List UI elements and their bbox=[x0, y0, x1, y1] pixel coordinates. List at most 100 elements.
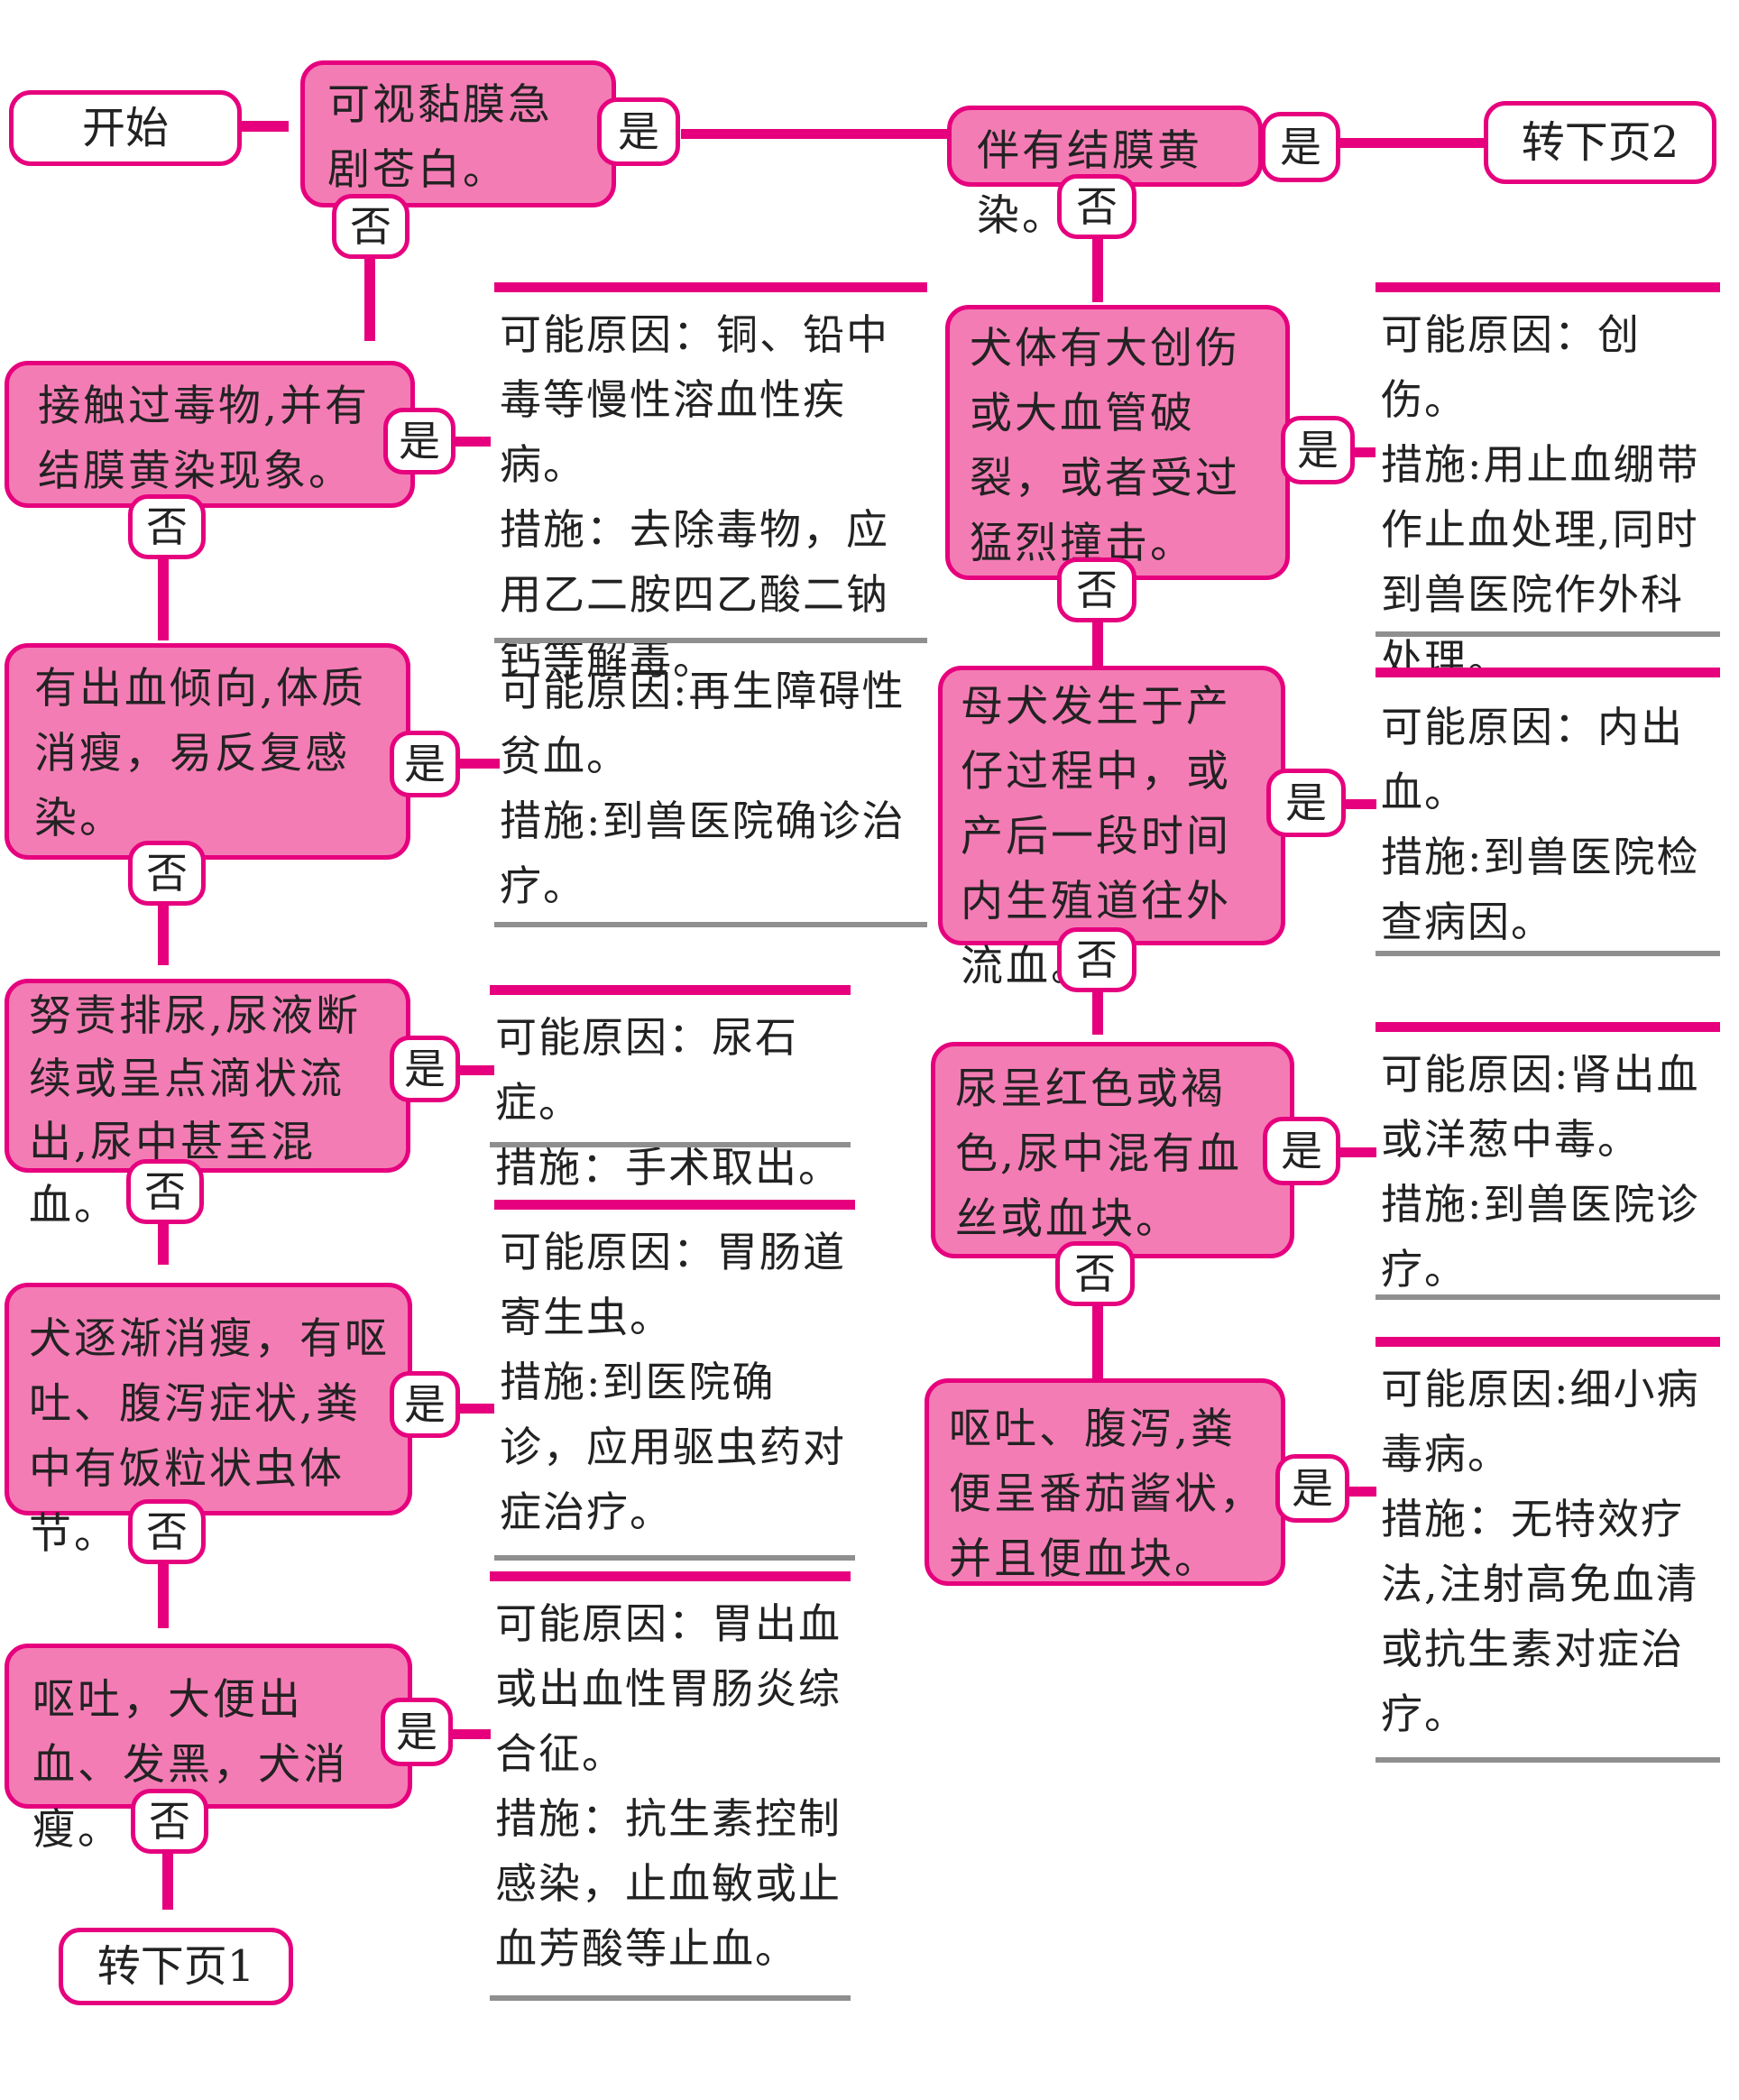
connector bbox=[681, 129, 949, 139]
question-text: 犬体有大创伤或大血管破裂，或者受过猛烈撞击。 bbox=[970, 324, 1240, 568]
outcome-cause: 可能原因：胃肠道寄生虫。 bbox=[500, 1228, 846, 1341]
no-badge: 否 bbox=[1057, 557, 1136, 622]
outcome-text: 可能原因：铜、铅中毒等慢性溶血性疾病。 措施：去除毒物，应用乙二胺四乙酸二钠钙等… bbox=[500, 302, 927, 692]
connector bbox=[1346, 1487, 1376, 1497]
outcome-text: 可能原因:再生障碍性贫血。 措施:到兽医院确诊治疗。 bbox=[500, 659, 927, 918]
outcome-cause: 可能原因：内出血。 bbox=[1381, 703, 1684, 816]
outcome-cause: 可能原因:肾出血或洋葱中毒。 bbox=[1381, 1050, 1700, 1164]
connector bbox=[1092, 618, 1103, 668]
question-red-urine: 尿呈红色或褐色,尿中混有血丝或血块。 bbox=[931, 1042, 1294, 1258]
question-jaundice: 伴有结膜黄染。 bbox=[947, 106, 1263, 241]
yes-badge: 是 bbox=[1266, 769, 1346, 837]
yes-badge: 是 bbox=[597, 97, 680, 166]
outcome-text: 可能原因：胃出血或出血性胃肠炎综合征。 措施：抗生素控制感染，止血敏或止血芳酸等… bbox=[495, 1591, 851, 1981]
outcome-renal: 可能原因:肾出血或洋葱中毒。 措施:到兽医院诊疗。 bbox=[1376, 1022, 1720, 1300]
connector bbox=[1342, 799, 1376, 809]
outcome-measure: 措施:到医院确诊，应用驱虫药对症治疗。 bbox=[500, 1358, 846, 1536]
separator-rule bbox=[1376, 1757, 1720, 1763]
outcome-measure: 措施:到兽医院确诊治疗。 bbox=[500, 797, 906, 910]
yes-badge: 是 bbox=[390, 731, 460, 797]
outcome-cause: 可能原因:再生障碍性贫血。 bbox=[500, 667, 906, 780]
outcome-gastric: 可能原因：胃出血或出血性胃肠炎综合征。 措施：抗生素控制感染，止血敏或止血芳酸等… bbox=[490, 1571, 851, 2001]
no-badge: 否 bbox=[126, 1159, 204, 1224]
yes-badge: 是 bbox=[1275, 1454, 1349, 1523]
separator-rule bbox=[1376, 631, 1720, 637]
yes-badge: 是 bbox=[390, 1036, 460, 1102]
outcome-measure: 措施:用止血绷带作止血处理,同时到兽医院作外科处理。 bbox=[1381, 440, 1700, 684]
question-text: 犬逐渐消瘦，有呕吐、腹泻症状,粪中有饭粒状虫体节。 bbox=[29, 1314, 390, 1559]
connector bbox=[1350, 447, 1376, 457]
outcome-text: 可能原因:细小病毒病。 措施：无特效疗法,注射高免血清或抗生素对症治疗。 bbox=[1381, 1357, 1720, 1746]
outcome-internal: 可能原因：内出血。 措施:到兽医院检查病因。 bbox=[1376, 668, 1720, 956]
question-text: 尿呈红色或褐色,尿中混有血丝或血块。 bbox=[955, 1064, 1242, 1244]
connector bbox=[158, 898, 169, 965]
accent-rule bbox=[1376, 1337, 1720, 1347]
outcome-measure: 措施:到兽医院检查病因。 bbox=[1381, 833, 1700, 946]
outcome-text: 可能原因：尿石症。 措施：手术取出。 bbox=[495, 1005, 851, 1200]
separator-rule bbox=[494, 922, 927, 927]
question-postpartum: 母犬发生于产仔过程中，或产后一段时间内生殖道往外流血。 bbox=[938, 666, 1285, 991]
separator-rule bbox=[490, 1995, 851, 2001]
question-text: 伴有结膜黄染。 bbox=[977, 126, 1202, 241]
outcome-measure: 措施：无特效疗法,注射高免血清或抗生素对症治疗。 bbox=[1381, 1495, 1699, 1738]
no-badge: 否 bbox=[131, 1789, 208, 1854]
yes-badge: 是 bbox=[1261, 112, 1340, 182]
connector bbox=[455, 759, 500, 769]
connector bbox=[158, 1220, 169, 1265]
question-urination: 努责排尿,尿液断续或呈点滴状流出,尿中甚至混血。 bbox=[5, 979, 410, 1230]
question-tomato-stool: 呕吐、腹泻,粪便呈番茄酱状，并且便血块。 bbox=[925, 1378, 1285, 1586]
next-page-2-label: 转下页2 bbox=[1521, 117, 1679, 168]
outcome-measure: 措施：手术取出。 bbox=[495, 1143, 842, 1192]
outcome-measure: 措施：抗生素控制感染，止血敏或止血芳酸等止血。 bbox=[495, 1794, 842, 1973]
connector bbox=[451, 437, 491, 447]
question-text: 有出血倾向,体质消瘦，易反复感染。 bbox=[34, 664, 366, 843]
connector bbox=[455, 1065, 494, 1075]
no-badge: 否 bbox=[1057, 927, 1136, 992]
outcome-aplastic: 可能原因:再生障碍性贫血。 措施:到兽医院确诊治疗。 bbox=[494, 639, 927, 927]
question-text: 可视黏膜急剧苍白。 bbox=[327, 80, 553, 195]
outcome-cause: 可能原因:细小病毒病。 bbox=[1381, 1365, 1700, 1478]
connector bbox=[455, 1404, 494, 1414]
question-text: 接触过毒物,并有结膜黄染现象。 bbox=[38, 382, 370, 496]
outcome-measure: 措施：去除毒物，应用乙二胺四乙酸二钠钙等解毒。 bbox=[500, 505, 889, 684]
next-page-2-terminal: 转下页2 bbox=[1484, 101, 1716, 184]
outcome-urolith: 可能原因：尿石症。 措施：手术取出。 bbox=[490, 985, 851, 1192]
question-pale-mucosa: 可视黏膜急剧苍白。 bbox=[300, 60, 616, 207]
connector bbox=[449, 1729, 491, 1739]
yes-badge: 是 bbox=[381, 1698, 453, 1766]
connector bbox=[158, 1556, 169, 1628]
outcome-measure: 措施:到兽医院诊疗。 bbox=[1381, 1180, 1700, 1294]
accent-rule bbox=[1376, 668, 1720, 677]
outcome-poison: 可能原因：铜、铅中毒等慢性溶血性疾病。 措施：去除毒物，应用乙二胺四乙酸二钠钙等… bbox=[494, 282, 927, 684]
outcome-trauma: 可能原因：创伤。 措施:用止血绷带作止血处理,同时到兽医院作外科处理。 bbox=[1376, 282, 1720, 684]
question-trauma: 犬体有大创伤或大血管破裂，或者受过猛烈撞击。 bbox=[945, 305, 1290, 580]
no-badge: 否 bbox=[128, 494, 206, 559]
outcome-parvo: 可能原因:细小病毒病。 措施：无特效疗法,注射高免血清或抗生素对症治疗。 bbox=[1376, 1337, 1720, 1763]
outcome-cause: 可能原因：尿石症。 bbox=[495, 1013, 798, 1127]
yes-badge: 是 bbox=[390, 1371, 460, 1438]
accent-rule bbox=[490, 1571, 851, 1581]
accent-rule bbox=[494, 1200, 855, 1210]
outcome-cause: 可能原因：铜、铅中毒等慢性溶血性疾病。 bbox=[500, 310, 889, 489]
next-page-1-label: 转下页1 bbox=[97, 1941, 255, 1992]
accent-rule bbox=[1376, 282, 1720, 292]
question-text: 母犬发生于产仔过程中，或产后一段时间内生殖道往外流血。 bbox=[961, 682, 1231, 991]
connector bbox=[158, 555, 169, 640]
outcome-parasite: 可能原因：胃肠道寄生虫。 措施:到医院确诊，应用驱虫药对症治疗。 bbox=[494, 1200, 855, 1561]
separator-rule bbox=[490, 1142, 851, 1147]
question-parasite: 犬逐渐消瘦，有呕吐、腹泻症状,粪中有饭粒状虫体节。 bbox=[5, 1283, 412, 1559]
outcome-text: 可能原因:肾出血或洋葱中毒。 措施:到兽医院诊疗。 bbox=[1381, 1042, 1720, 1302]
question-text: 努责排尿,尿液断续或呈点滴状流出,尿中甚至混血。 bbox=[29, 991, 361, 1230]
outcome-cause: 可能原因：胃出血或出血性胃肠炎综合征。 bbox=[495, 1599, 842, 1778]
no-badge: 否 bbox=[1055, 1241, 1135, 1306]
no-badge: 否 bbox=[1057, 174, 1136, 239]
outcome-cause: 可能原因：创伤。 bbox=[1381, 310, 1641, 424]
yes-badge: 是 bbox=[383, 408, 455, 474]
connector bbox=[1092, 1303, 1103, 1380]
connector bbox=[364, 251, 375, 341]
separator-rule bbox=[494, 1555, 855, 1561]
question-text: 呕吐，大便出血、发黑，犬消瘦。 bbox=[32, 1675, 348, 1855]
no-badge: 否 bbox=[332, 194, 409, 259]
no-badge: 否 bbox=[128, 841, 206, 906]
